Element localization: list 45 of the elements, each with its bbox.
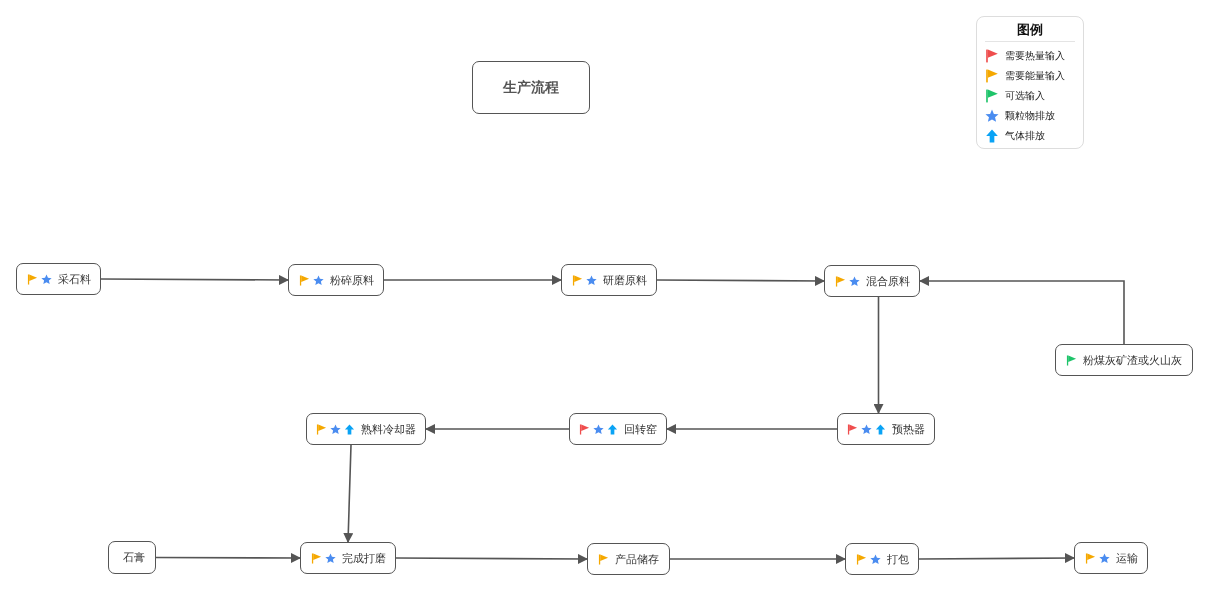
arrow bbox=[918, 553, 1075, 564]
arrow bbox=[343, 444, 354, 543]
legend-text: 气体排放 bbox=[1005, 129, 1045, 143]
arrow bbox=[666, 424, 838, 434]
process-box bbox=[561, 264, 657, 296]
step-label: 混合原料 bbox=[865, 273, 910, 289]
step-label: 运输 bbox=[1115, 550, 1138, 566]
step-label: 预热器 bbox=[892, 421, 925, 437]
legend-text: 可选输入 bbox=[1005, 89, 1045, 103]
arrow bbox=[919, 276, 1125, 345]
process-box bbox=[1055, 344, 1193, 376]
process-box bbox=[837, 413, 935, 445]
arrow bbox=[395, 553, 588, 564]
process-box bbox=[16, 263, 101, 295]
legend-text: 颗粒物排放 bbox=[1005, 109, 1055, 123]
step-label: 粉煤灰矿渣或火山灰 bbox=[1083, 352, 1182, 368]
step-label: 完成打磨 bbox=[341, 550, 386, 566]
process-box bbox=[1074, 542, 1148, 574]
arrow bbox=[425, 424, 570, 434]
arrow bbox=[383, 275, 562, 285]
step-label: 熟料冷却器 bbox=[361, 421, 416, 437]
step-label: 粉碎原料 bbox=[329, 272, 374, 288]
arrow bbox=[155, 552, 301, 563]
process-box bbox=[288, 264, 384, 296]
arrow bbox=[873, 296, 884, 414]
arrow bbox=[669, 554, 846, 564]
legend-text: 需要能量输入 bbox=[1005, 69, 1065, 83]
step-label: 产品储存 bbox=[615, 551, 659, 567]
legend-text: 需要热量输入 bbox=[1005, 49, 1065, 63]
process-box bbox=[587, 543, 670, 575]
process-box bbox=[306, 413, 426, 445]
step-label: 石膏 bbox=[122, 550, 145, 565]
step-label: 研磨原料 bbox=[602, 272, 647, 288]
arrow bbox=[100, 274, 289, 285]
title-box: 生产流程 bbox=[472, 61, 590, 114]
process-box bbox=[300, 542, 396, 574]
process-box bbox=[824, 265, 920, 297]
step-label: 打包 bbox=[886, 551, 909, 567]
arrow bbox=[656, 275, 825, 286]
step-label: 回转窑 bbox=[624, 421, 657, 437]
process-box bbox=[569, 413, 667, 445]
legend-title: 图例 bbox=[985, 21, 1075, 42]
process-box bbox=[108, 541, 156, 574]
process-box bbox=[845, 543, 919, 575]
step-label: 采石料 bbox=[57, 271, 91, 287]
